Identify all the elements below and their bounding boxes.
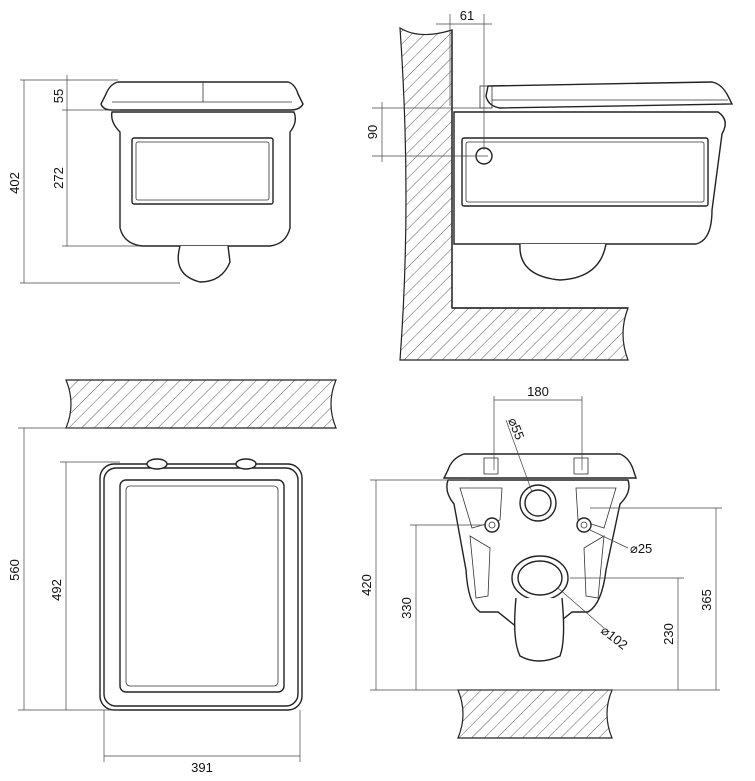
dim-plan-depth: 560 <box>7 559 22 581</box>
side-wall-hatch <box>399 26 629 361</box>
rear-outlet <box>511 555 569 601</box>
rear-lid <box>442 453 637 479</box>
dim-plan-body-depth: 492 <box>49 579 64 601</box>
dim-side-pipe-height: 90 <box>365 125 380 139</box>
plan-body-outline <box>99 463 303 711</box>
side-elevation-view: 61 90 <box>365 8 754 361</box>
front-lid <box>100 81 304 111</box>
dim-front-total-height: 402 <box>7 172 22 194</box>
dim-rear-bolt-hole-diameter: ⌀25 <box>630 541 652 556</box>
rear-bolt-left <box>484 517 500 533</box>
front-bowl <box>177 245 231 283</box>
dim-plan-width: 391 <box>191 760 213 775</box>
dim-front-lid-height: 55 <box>51 89 66 103</box>
plan-bolt-left <box>146 458 168 470</box>
dim-rear-overall-height: 420 <box>359 574 374 596</box>
rear-floor-hatch <box>457 689 613 739</box>
front-elevation-view: 402 55 272 <box>7 75 304 284</box>
side-bowl <box>519 243 607 281</box>
front-panel <box>131 137 274 205</box>
side-panel <box>461 137 709 207</box>
plan-seat-panel <box>119 479 285 693</box>
plan-bolt-right <box>235 458 257 470</box>
dim-front-body-height: 272 <box>51 167 66 189</box>
dim-rear-outlet-diameter: ⌀102 <box>598 623 631 653</box>
dim-rear-bolt-spacing: 180 <box>527 384 549 399</box>
side-lid <box>485 81 734 109</box>
dim-rear-top-height: 365 <box>699 589 714 611</box>
rear-outlet-spigot <box>513 597 565 662</box>
rear-elevation-view: 180 ⌀55 ⌀25 ⌀102 420 330 230 365 <box>359 384 722 739</box>
dim-side-wall-offset: 61 <box>460 8 474 23</box>
front-body <box>110 111 297 247</box>
dim-rear-bolt-height: 330 <box>399 597 414 619</box>
plan-wall-hatch <box>65 379 337 429</box>
top-plan-view: 560 492 391 <box>7 379 337 775</box>
rear-bolt-right <box>576 517 592 533</box>
dim-rear-outlet-height: 230 <box>661 623 676 645</box>
side-body <box>453 111 726 245</box>
dim-rear-inlet-diameter: ⌀55 <box>505 416 527 442</box>
